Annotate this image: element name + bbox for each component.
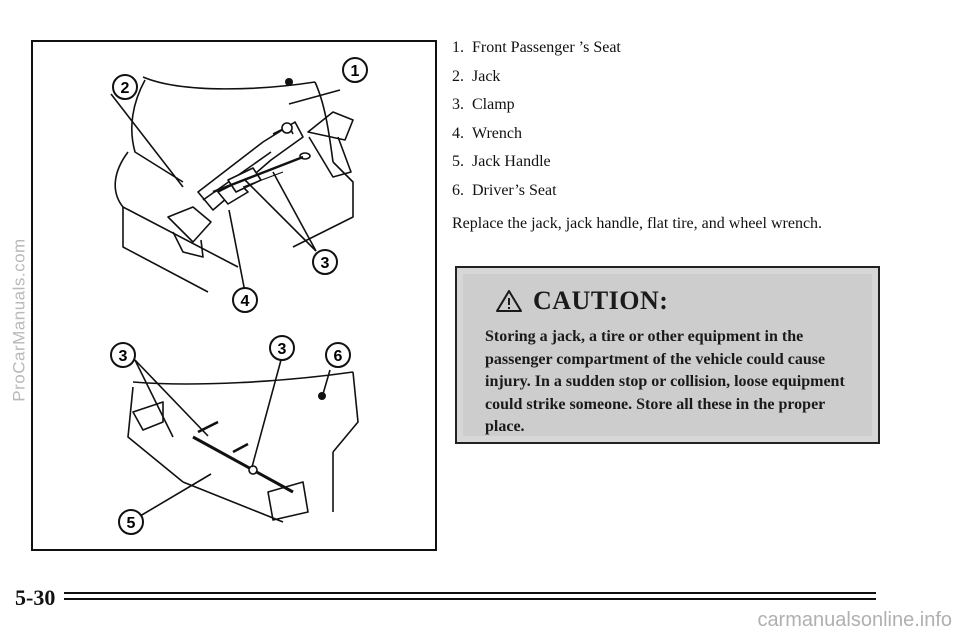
leader-6	[322, 369, 331, 395]
caution-heading: CAUTION:	[495, 286, 668, 316]
list-item: 2.Jack	[452, 67, 501, 85]
watermark-left-text: ProCarManuals.com	[10, 238, 30, 402]
leader-2	[110, 93, 184, 188]
callout-3-lower-center: 3	[269, 335, 295, 361]
list-item: 4.Wrench	[452, 124, 522, 142]
list-item: 5.Jack Handle	[452, 153, 551, 171]
lower-bracket-right	[267, 481, 309, 521]
svg-text:3: 3	[278, 341, 287, 358]
svg-text:2: 2	[121, 80, 130, 97]
svg-text:5: 5	[127, 515, 136, 532]
caution-text: Storing a jack, a tire or other equipmen…	[485, 328, 845, 435]
lower-bracket-left	[132, 401, 164, 431]
jack-handle	[192, 435, 294, 494]
svg-text:4: 4	[241, 293, 250, 310]
callout-3-upper: 3	[312, 249, 338, 275]
svg-text:3: 3	[119, 348, 128, 365]
page-number: 5-30	[15, 585, 56, 610]
callout-5: 5	[118, 509, 144, 535]
leader-4	[228, 209, 246, 293]
footer-rule-top	[64, 592, 876, 594]
svg-text:3: 3	[321, 255, 330, 272]
list-item: 3.Clamp	[452, 96, 515, 114]
caution-box: CAUTION: Storing a jack, a tire or other…	[455, 266, 880, 444]
svg-text:1: 1	[351, 63, 360, 80]
instruction-text: Replace the jack, jack handle, flat tire…	[452, 215, 823, 232]
caution-background	[463, 274, 872, 436]
list-item: 1.Front Passenger ’s Seat	[452, 39, 621, 56]
caution-title: CAUTION:	[533, 286, 669, 315]
watermark-bottom: carmanualsonline.info	[757, 609, 952, 631]
callout-1: 1	[342, 57, 368, 83]
leader-3e	[251, 359, 282, 468]
callout-4: 4	[232, 287, 258, 313]
seat-base-top	[132, 371, 354, 385]
leader-5	[134, 473, 212, 520]
leader-3d	[134, 359, 174, 438]
leader-3b	[244, 179, 317, 252]
list-item: 6.Driver’s Seat	[452, 181, 557, 199]
seat-bracket-upper	[307, 111, 354, 141]
wrench	[212, 155, 304, 194]
seat-cushion-top	[142, 76, 316, 90]
callout-6: 6	[325, 342, 351, 368]
seat-bracket-lower	[167, 206, 212, 243]
warning-triangle-icon	[496, 290, 522, 312]
illustration-drawing: 1 2 3 4 3 3 6	[110, 57, 368, 535]
leader-1	[288, 89, 341, 105]
jack-storage-illustration: 1 2 3 4 3 3 6	[31, 40, 437, 551]
callout-2: 2	[112, 74, 138, 100]
callout-3-lower-left: 3	[110, 342, 136, 368]
watermark-left: ProCarManuals.com	[8, 160, 32, 480]
leader-3c	[134, 359, 209, 437]
footer-rule-bottom	[64, 598, 876, 600]
svg-text:6: 6	[334, 348, 343, 365]
leader-3a	[272, 171, 317, 252]
parts-legend: 1.Front Passenger ’s Seat 2.Jack 3.Clamp…	[452, 34, 621, 206]
